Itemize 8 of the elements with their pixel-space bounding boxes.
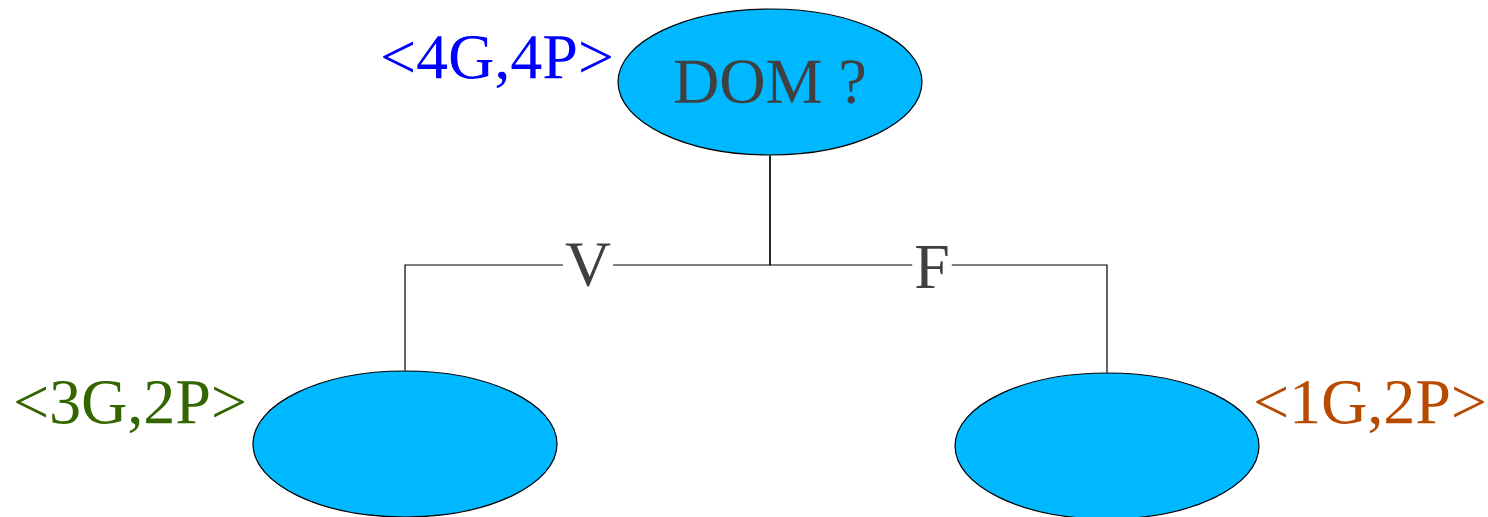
ellipse-node	[252, 370, 558, 517]
edge-label: V	[562, 241, 614, 289]
node-annotation: <3G,2P>	[16, 380, 244, 434]
edge-label: F	[912, 244, 952, 290]
ellipse-node: DOM ?	[617, 8, 923, 156]
node-annotation: <1G,2P>	[1256, 380, 1484, 434]
node-annotation: <4G,4P>	[383, 35, 611, 89]
connector	[769, 155, 1108, 373]
